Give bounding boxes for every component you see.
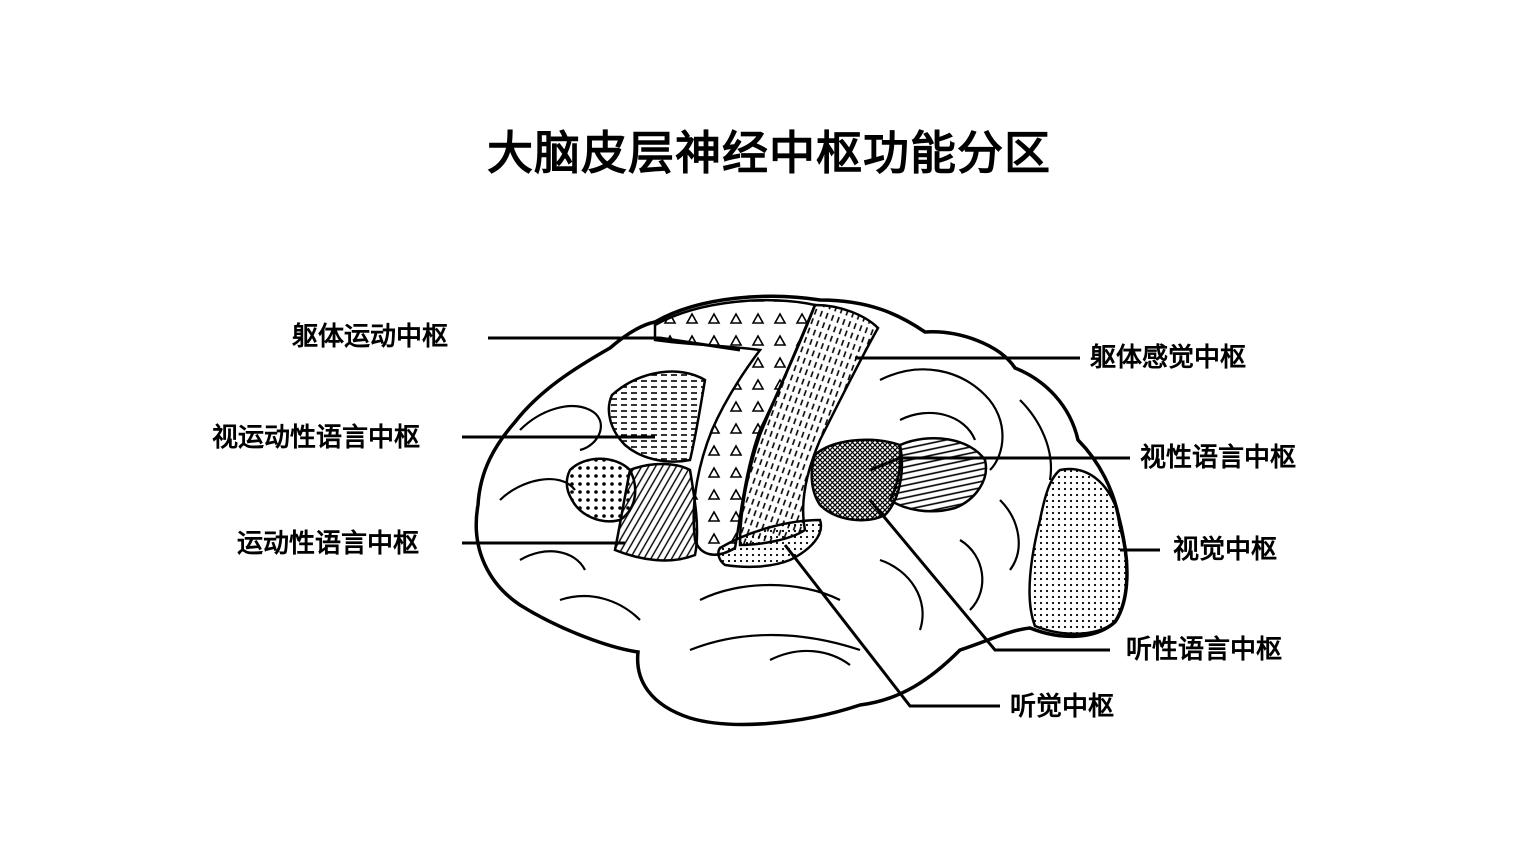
label-auditory-language: 听性语言中枢 [1126,635,1283,665]
region-visual [1028,467,1129,635]
region-motor-language [613,462,699,562]
label-visual-language: 视性语言中枢 [1140,443,1297,473]
label-visual: 视觉中枢 [1173,535,1278,565]
region-visual-language-dark [810,438,904,522]
label-auditory: 听觉中枢 [1010,692,1115,722]
region-auditory [717,518,823,569]
label-visual-motor-language: 视运动性语言中枢 [212,423,421,453]
label-motor-language: 运动性语言中枢 [237,529,420,559]
label-somatic-sensory: 躯体感觉中枢 [1090,343,1247,373]
page-title: 大脑皮层神经中枢功能分区 [487,126,1051,180]
label-somatic-motor: 躯体运动中枢 [292,322,449,352]
